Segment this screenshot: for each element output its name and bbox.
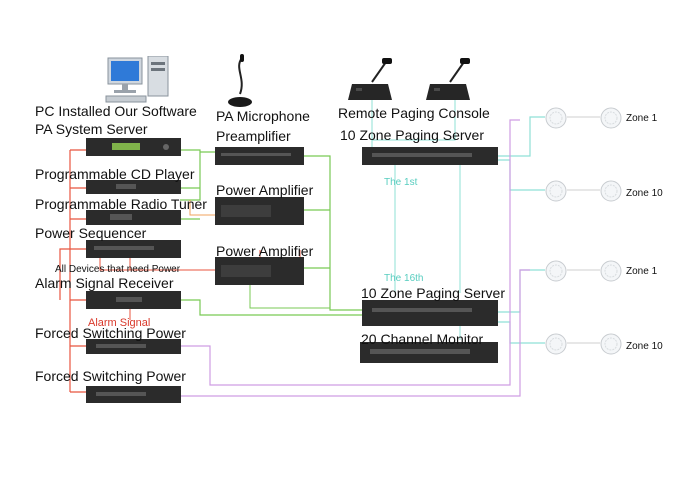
speaker-icon — [545, 180, 567, 202]
power-sequencer-unit — [86, 240, 181, 258]
pc-computer-icon — [105, 56, 169, 103]
power-amplifier-unit-2 — [215, 257, 304, 285]
audio-line — [304, 155, 362, 311]
zone-label: Zone 1 — [626, 266, 658, 277]
power-amplifier-label-2: Power Amplifier — [216, 243, 314, 259]
paging-server-unit-2 — [362, 300, 498, 326]
alarm-signal-label: Alarm Signal — [88, 317, 151, 329]
pa-server-label: PA System Server — [35, 121, 148, 137]
power-amplifier-label-1: Power Amplifier — [216, 182, 314, 198]
audio-line — [180, 149, 215, 220]
audio-line — [249, 285, 330, 309]
channel-monitor-unit — [360, 342, 498, 363]
control-line — [394, 165, 461, 293]
forced-switching-label-1: Forced Switching Power — [35, 325, 186, 341]
switch-line — [180, 269, 530, 397]
speaker-icon — [545, 107, 567, 129]
alarm-receiver-label: Alarm Signal Receiver — [35, 275, 174, 291]
radio-tuner-unit — [86, 210, 181, 225]
speaker-icon — [600, 333, 622, 355]
audio-line — [180, 299, 362, 316]
speaker-icon — [600, 260, 622, 282]
zone-label: Zone 10 — [626, 341, 663, 352]
speaker-icon — [545, 333, 567, 355]
power-line — [69, 149, 88, 393]
paging-server-unit-1 — [362, 147, 498, 165]
forced-switching-unit-2 — [86, 386, 181, 403]
channel-monitor-label: 20 Channel Monitor — [361, 331, 484, 347]
preamplifier-label: Preamplifier — [216, 128, 291, 144]
switch-line — [180, 119, 520, 386]
power-sequencer-label: Power Sequencer — [35, 225, 147, 241]
power-line — [59, 248, 88, 300]
speaker-link — [567, 116, 600, 344]
zone-label: Zone 10 — [626, 188, 663, 199]
zone-label: Zone 1 — [626, 113, 658, 124]
microphone-icon — [228, 54, 252, 107]
cd-player-unit — [86, 180, 181, 194]
remote-paging-console-label: Remote Paging Console — [338, 105, 490, 121]
paging-console-icon — [348, 58, 392, 100]
the-1st-label: The 1st — [384, 177, 418, 188]
pc-software-label: PC Installed Our Software — [35, 103, 197, 119]
signal-line — [189, 200, 215, 216]
power-amplifier-unit-1 — [215, 197, 304, 225]
speaker-icon — [600, 180, 622, 202]
cd-player-label: Programmable CD Player — [35, 166, 195, 182]
speaker-icon — [545, 260, 567, 282]
alarm-receiver-unit — [86, 291, 181, 309]
paging-server-label-1: 10 Zone Paging Server — [340, 127, 484, 143]
preamplifier-unit — [215, 147, 304, 165]
all-devices-power-label: All Devices that need Power — [55, 264, 181, 275]
zone-line — [498, 269, 545, 344]
speaker-icon — [600, 107, 622, 129]
forced-switching-unit-1 — [86, 339, 181, 354]
the-16th-label: The 16th — [384, 273, 424, 284]
pa-server-unit — [86, 138, 181, 156]
forced-switching-label-2: Forced Switching Power — [35, 368, 186, 384]
radio-tuner-label: Programmable Radio Tuner — [35, 196, 207, 212]
paging-server-label-2: 10 Zone Paging Server — [361, 285, 505, 301]
zone-line — [498, 116, 545, 191]
paging-console-icon — [426, 58, 470, 100]
pa-microphone-label: PA Microphone — [216, 108, 310, 124]
control-line — [371, 100, 456, 148]
